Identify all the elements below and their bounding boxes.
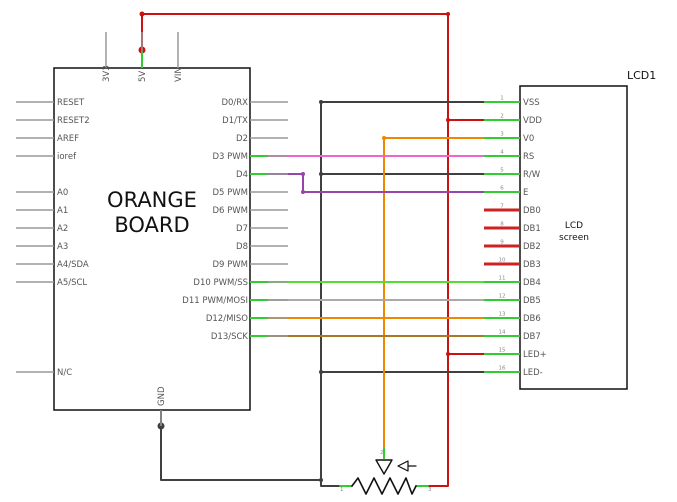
lcd-pin-number: 12 <box>499 294 506 300</box>
pot-left-label: 1 <box>340 487 344 493</box>
board-right-pin-label: D10 PWM/SS <box>193 278 248 288</box>
board-left-pin-label: A1 <box>57 206 68 216</box>
lcd-pin-number: 3 <box>500 132 504 138</box>
lcd-pin-label: VSS <box>523 98 540 108</box>
lcd-pin-number: 14 <box>499 330 506 336</box>
board-name-line1: ORANGE <box>107 188 197 212</box>
junction-rw <box>319 172 323 176</box>
lcd-pin-label: V0 <box>523 134 534 144</box>
lcd-pin-number: 13 <box>499 312 506 318</box>
lcd-pin-number: 1 <box>500 96 504 102</box>
junction-power-corner <box>446 12 450 16</box>
board-left-pin-label: N/C <box>57 368 72 378</box>
orange-board: ORANGE BOARD 3V3 5V VIN GND RESET RESET2A… <box>16 32 288 426</box>
wires <box>141 13 521 487</box>
lcd-component: LCD1 LCD screen 1 VSS 2 VDD 3 V0 4 RS 5 R/W 6 E 7 DB0… <box>484 69 656 390</box>
board-right-pin-label: D8 <box>236 242 248 252</box>
lcd-pin-number: 9 <box>500 240 504 246</box>
lcd-title: LCD1 <box>627 69 656 82</box>
lcd-pin-label: DB2 <box>523 242 541 252</box>
board-right-pin-label: D1/TX <box>222 116 248 126</box>
junction-led-minus <box>319 370 323 374</box>
pin-5v-label: 5V <box>138 71 148 82</box>
pin-gnd-label: GND <box>157 386 167 406</box>
wire-ground <box>160 101 521 487</box>
board-right-pin-label: D0/RX <box>221 98 248 108</box>
lcd-pin-number: 10 <box>499 258 506 264</box>
pot-right-label: 3 <box>428 487 432 493</box>
lcd-pin-label: DB4 <box>523 278 541 288</box>
board-right-pin-label: D7 <box>236 224 248 234</box>
junction-vdd <box>446 118 450 122</box>
lcd-pin-label: VDD <box>523 116 542 126</box>
lcd-pin-number: 11 <box>499 276 506 282</box>
lcd-pin-label: R/W <box>523 170 541 180</box>
lcd-pin-label: DB0 <box>523 206 541 216</box>
board-right-pin-label: D4 <box>236 170 248 180</box>
board-right-pin-label: D13/SCK <box>211 332 249 342</box>
lcd-pin-label: LED+ <box>523 350 547 360</box>
junction-5v-top <box>139 11 145 17</box>
board-right-pin-label: D5 PWM <box>212 188 248 198</box>
lcd-pin-number: 7 <box>500 204 504 210</box>
lcd-pin-label: DB5 <box>523 296 541 306</box>
board-left-pin-label: A5/SCL <box>57 278 87 288</box>
board-name-line2: BOARD <box>114 213 189 237</box>
junction-d4 <box>301 172 305 176</box>
board-right-pin-label: D11 PWM/MOSI <box>182 296 248 306</box>
junction-pot-gnd <box>319 478 323 482</box>
junction-led-plus <box>446 352 450 356</box>
lcd-pin-label: RS <box>523 152 534 162</box>
lcd-body-line1: LCD <box>565 221 583 231</box>
lcd-pin-label: E <box>523 188 528 198</box>
junction-e <box>301 190 305 194</box>
board-left-pin-label: RESET2 <box>57 116 90 126</box>
board-left-pin-label: AREF <box>57 134 79 144</box>
lcd-pin-number: 16 <box>499 366 506 372</box>
pot-wiper-label: 2 <box>380 450 384 456</box>
lcd-pin-label: DB3 <box>523 260 541 270</box>
lcd-pin-number: 2 <box>500 114 504 120</box>
pot-resistor-zigzag <box>351 477 417 495</box>
lcd-pin-number: 5 <box>500 168 504 174</box>
lcd-pin-number: 4 <box>500 150 504 156</box>
lcd-body-line2: screen <box>559 233 589 243</box>
board-right-pin-label: D6 PWM <box>212 206 248 216</box>
lcd-body <box>519 85 628 390</box>
board-right-pin-label: D3 PWM <box>212 152 248 162</box>
potentiometer: 2 1 3 <box>339 447 432 495</box>
lcd-pin-label: DB6 <box>523 314 541 324</box>
board-right-pin-label: D2 <box>236 134 248 144</box>
board-body <box>53 67 251 411</box>
pot-wiper-arrow <box>375 459 393 475</box>
lcd-pin-label: LED- <box>523 368 543 378</box>
board-left-pin-label: A0 <box>57 188 68 198</box>
board-right-pin-label: D9 PWM <box>212 260 248 270</box>
lcd-pin-label: DB1 <box>523 224 541 234</box>
lcd-pin-label: DB7 <box>523 332 541 342</box>
lcd-pin-number: 8 <box>500 222 504 228</box>
pot-adjust-arrow <box>397 460 409 472</box>
lcd-pin-number: 15 <box>499 348 506 354</box>
board-left-pin-label: A4/SDA <box>57 260 89 270</box>
board-right-pin-label: D12/MISO <box>206 314 248 324</box>
lcd-pin-number: 6 <box>500 186 504 192</box>
board-left-pin-label: RESET <box>57 98 85 108</box>
board-left-pin-label: ioref <box>57 152 77 162</box>
pin-3v3-label: 3V3 <box>102 65 112 82</box>
board-left-pin-label: A3 <box>57 242 68 252</box>
junction-v0 <box>382 136 386 140</box>
junction-vss <box>319 100 323 104</box>
board-left-pin-label: A2 <box>57 224 68 234</box>
pin-vin-label: VIN <box>174 67 184 82</box>
